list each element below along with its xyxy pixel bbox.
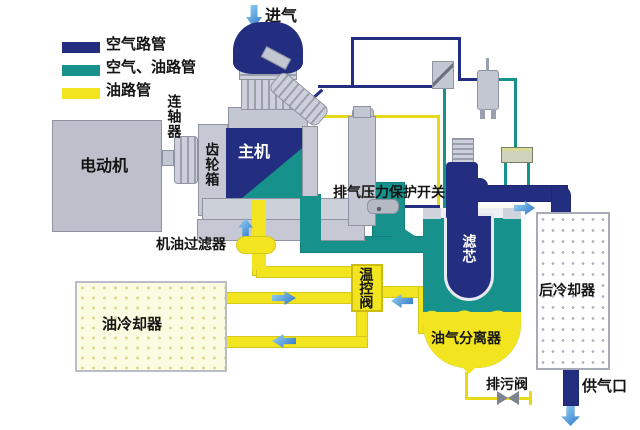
separator-label: 油气分离器 <box>431 330 501 346</box>
airend-base-lower <box>197 219 365 241</box>
oil-pipe-over-base <box>252 200 266 270</box>
airend-side-plate <box>302 126 318 198</box>
filter-element-body <box>447 216 491 298</box>
control-line <box>351 37 461 40</box>
aftercooler-body <box>536 212 610 370</box>
oil-cooler-label: 油冷却器 <box>102 316 163 333</box>
diagonal-valve <box>432 61 454 89</box>
oil-cooler-body <box>75 281 227 372</box>
min-pressure-valve-cap <box>452 138 474 164</box>
coupling-label: 连轴器 <box>166 94 183 139</box>
legend-swatch-oil <box>62 88 100 99</box>
drain-valve-icon <box>497 391 508 405</box>
air-pipe-elbow <box>551 185 571 217</box>
airend-label: 主机 <box>238 144 271 161</box>
control-line <box>527 162 530 194</box>
supply-port-label: 供气口 <box>582 378 628 395</box>
coupling-body <box>174 136 198 184</box>
control-line <box>458 78 480 81</box>
pressure-regulator <box>501 147 533 163</box>
motor-shaft <box>162 150 174 166</box>
motor-body <box>52 120 162 232</box>
airend-base-upper <box>202 198 350 220</box>
drain-valve-icon <box>508 391 519 405</box>
control-line <box>499 78 517 81</box>
legend-label-air-oil: 空气、油路管 <box>106 59 197 76</box>
blowdown-line <box>443 87 446 213</box>
discharge-pipe-elbow <box>300 196 321 242</box>
pressure-switch-label: 排气压力保护开关 <box>333 184 445 200</box>
supply-pipe <box>563 366 579 406</box>
solenoid-valve-body <box>477 70 499 110</box>
legend-swatch-air-oil <box>62 65 100 76</box>
aftercooler-label: 后冷却器 <box>539 282 595 298</box>
separator-oil-wave <box>423 310 521 322</box>
intake-label: 进气 <box>265 8 298 25</box>
air-pipe-to-aftercooler <box>468 185 568 202</box>
oil-pipe <box>226 336 368 348</box>
separator-rim-left <box>423 208 441 219</box>
thermo-valve-label: 温控阀 <box>358 267 375 309</box>
separator-funnel-tip <box>455 360 483 374</box>
oil-pipe <box>256 266 356 278</box>
drain-line <box>465 372 468 400</box>
oil-pipe <box>356 308 368 342</box>
oil-filter-label: 机油过滤器 <box>156 236 226 252</box>
legend-swatch-air <box>62 42 100 53</box>
solenoid-valve-stem <box>486 58 489 71</box>
solenoid-valve-legs <box>480 109 496 119</box>
control-line <box>458 37 461 81</box>
legend-label-oil: 油路管 <box>106 82 152 99</box>
separator-rim-right <box>503 208 521 219</box>
legend-label-air: 空气路管 <box>106 36 167 53</box>
gearbox-label: 齿轮箱 <box>204 142 221 187</box>
oil-stop-valve-cap <box>353 106 371 118</box>
filter-element-label: 滤芯 <box>461 234 478 264</box>
control-line <box>351 37 354 87</box>
pressure-switch-sensor <box>367 199 399 214</box>
supply-arrow-icon <box>561 406 580 426</box>
motor-label: 电动机 <box>80 158 129 175</box>
thermo-valve-body <box>351 264 383 312</box>
control-line <box>514 78 517 150</box>
drain-line-end <box>529 391 532 405</box>
drain-valve-label: 排污阀 <box>486 376 528 392</box>
oil-filter-body <box>236 236 276 254</box>
control-line <box>318 85 436 88</box>
oil-pipe <box>380 286 430 298</box>
oil-return-line <box>437 117 440 215</box>
min-pressure-valve-body <box>446 162 478 220</box>
control-line <box>504 162 507 194</box>
min-pressure-valve-outlet <box>474 178 488 200</box>
